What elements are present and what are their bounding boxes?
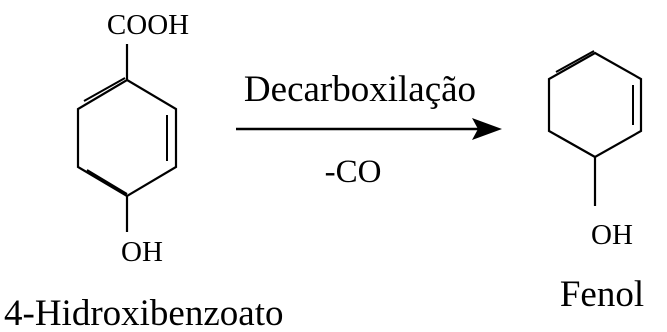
arrow-label-above: Decarboxilação — [244, 69, 476, 110]
reactant-hydroxyl-label: OH — [121, 236, 163, 268]
arrow-head-icon — [472, 118, 502, 140]
reactant-molecule: COOH OH 4-Hidroxibenzoato — [4, 9, 283, 332]
product-inner-double-bond-top-left — [555, 50, 595, 73]
reactant-name: 4-Hidroxibenzoato — [4, 293, 283, 332]
arrow-label-below: -CO — [325, 154, 382, 190]
reactant-inner-double-bond-top-left — [83, 77, 126, 102]
product-hydroxyl-label: OH — [591, 219, 633, 251]
product-name: Fenol — [560, 274, 644, 315]
reactant-benzene-ring — [76, 78, 178, 198]
carboxyl-group-label: COOH — [107, 9, 189, 41]
product-molecule: OH Fenol — [547, 50, 644, 315]
product-inner-double-bond-bottom-left — [557, 135, 596, 158]
reactant-inner-double-bond-bottom-left — [86, 169, 128, 195]
reaction-arrow: Decarboxilação -CO — [236, 69, 502, 190]
